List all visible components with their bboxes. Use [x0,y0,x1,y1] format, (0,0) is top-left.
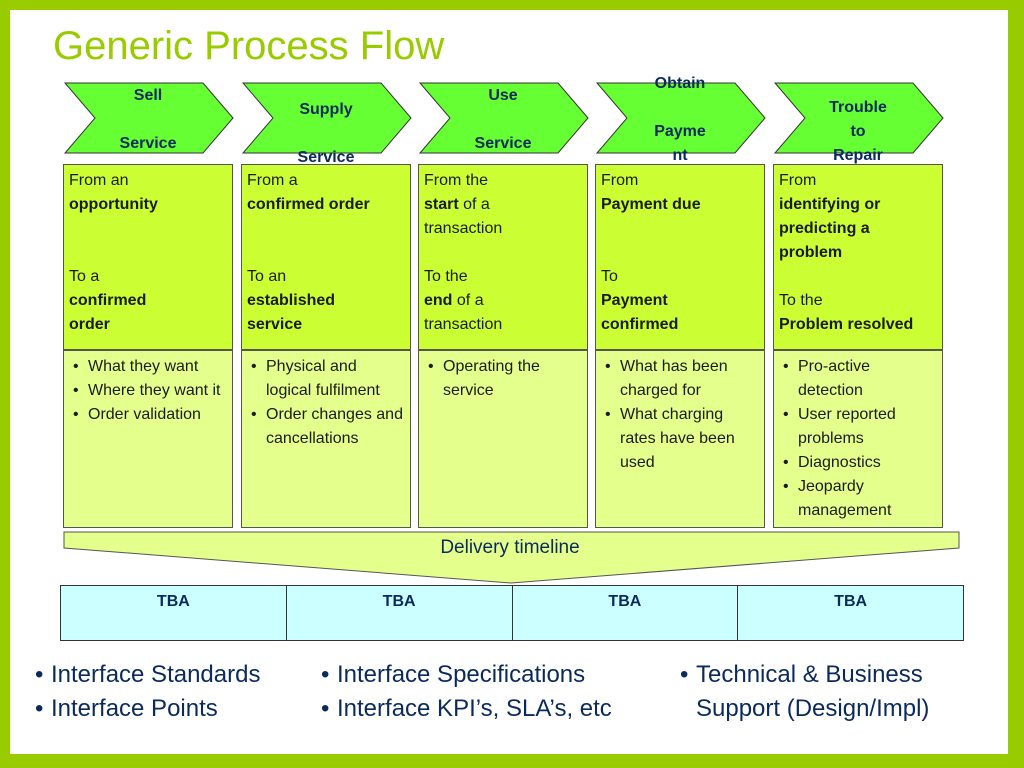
stage-scope-box-3: From the start of a transaction To the end … [418,164,588,350]
list-item: Where they want it [68,379,228,403]
scope-line: problem [779,244,843,261]
footer-item: Technical & Business [677,658,929,692]
scope-line: confirmed order [247,196,370,213]
chevron-label-1: Sell Service [119,87,177,152]
scope-line: transaction [424,220,503,237]
scope-line: confirmed [69,292,147,309]
list-item: Jeopardy management [778,475,938,523]
scope-line: order [69,316,110,333]
tba-cell-3: TBA [511,585,739,641]
tba-table: TBA TBA TBA TBA [60,585,964,641]
stage-scope-box-5: From identifying or predicting a problem To… [773,164,943,350]
footer-item: Interface Specifications [318,658,612,692]
scope-line: Problem resolved [779,316,914,333]
stage-details-box-2: Physical and logical fulfilmentOrder cha… [241,350,411,528]
list-item: Order changes and cancellations [246,403,406,451]
scope-line: From the [424,172,489,189]
footer-item: Interface Points [32,692,260,726]
table-row: TBA TBA TBA TBA [60,585,964,641]
scope-line: Payment due [601,196,701,213]
details-list: Operating the service [423,355,583,403]
slide: Generic Process Flow Sell Service Supply … [10,10,1008,754]
scope-line: service [247,316,303,333]
scope-line: identifying or [779,196,881,213]
details-list: Pro-active detectionUser reported proble… [778,355,938,523]
stage-details-box-4: What has been charged forWhat charging r… [595,350,765,528]
details-list: Physical and logical fulfilmentOrder cha… [246,355,406,451]
scope-line: From an [69,172,129,189]
footer-item: Support (Design/Impl) [696,695,930,722]
scope-line: From [779,172,817,189]
footer-item: Interface KPI’s, SLA’s, etc [318,692,612,726]
list-item: Diagnostics [778,451,938,475]
scope-line: Payment [601,292,668,309]
scope-line: established [247,292,336,309]
chevron-label-5: Trouble to Repair [829,99,887,164]
scope-text: of a [458,196,490,213]
chevron-stage-4 [595,82,766,154]
scope-line: transaction [424,316,503,333]
list-item: Order validation [68,403,228,427]
chevron-stage-5 [773,82,944,154]
scope-line: To the [424,268,468,285]
tba-cell-2: TBA [285,585,513,641]
list-item: Physical and logical fulfilment [246,355,406,403]
scope-text: start [424,196,459,213]
scope-line: predicting a [779,220,870,237]
scope-line: start of a [424,193,582,217]
page-title: Generic Process Flow [53,24,445,68]
stage-details-box-3: Operating the service [418,350,588,528]
list-item: What charging rates have been used [600,403,760,475]
list-item: What has been charged for [600,355,760,403]
chevron-stage-3 [418,82,589,154]
list-item: Operating the service [423,355,583,403]
tba-cell-1: TBA [60,585,287,641]
scope-line: To a [69,268,100,285]
scope-text: of a [452,292,484,309]
details-list: What has been charged forWhat charging r… [600,355,760,475]
stage-details-box-1: What they wantWhere they want itOrder va… [63,350,233,528]
delivery-timeline-arrow [63,531,960,584]
chevron-stage-2 [241,82,412,154]
chevron-stage-1 [63,82,234,154]
stage-details-box-5: Pro-active detectionUser reported proble… [773,350,943,528]
scope-line: From [601,172,639,189]
delivery-timeline-label: Delivery timeline [440,537,580,558]
chevron-label-4: Obtain Payme nt [654,75,706,164]
scope-line: To [601,268,618,285]
tba-cell-4: TBA [737,585,964,641]
scope-line: end of a [424,289,582,313]
chevron-label-2: Supply Service [297,101,355,166]
scope-line: To the [779,292,823,309]
chevron-label-3: Use Service [474,87,532,152]
footer-column-1: Interface StandardsInterface Points [32,658,260,726]
scope-text: end [424,292,453,309]
footer-column-2: Interface SpecificationsInterface KPI’s,… [318,658,612,726]
scope-line: From a [247,172,298,189]
scope-line: confirmed [601,316,679,333]
scope-line: opportunity [69,196,158,213]
stage-scope-box-1: From an opportunity To a confirmed order [63,164,233,350]
details-list: What they wantWhere they want itOrder va… [68,355,228,427]
scope-line: To an [247,268,287,285]
list-item: User reported problems [778,403,938,451]
list-item: What they want [68,355,228,379]
stage-scope-box-2: From a confirmed order To an established se… [241,164,411,350]
chevron-row [63,82,944,154]
list-item: Pro-active detection [778,355,938,403]
footer-item: Interface Standards [32,658,260,692]
